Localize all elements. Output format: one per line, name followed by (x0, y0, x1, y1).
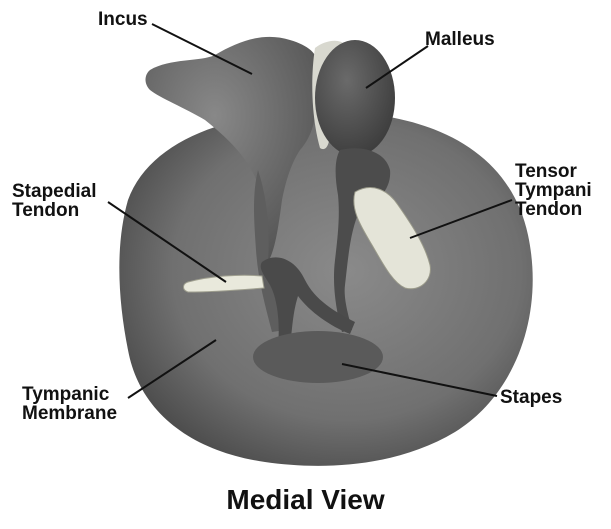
stapes-footplate (253, 331, 383, 383)
stapes-label: Stapes (500, 388, 562, 407)
tympanic-membrane-label: Tympanic Membrane (22, 385, 117, 423)
incus-label: Incus (98, 10, 148, 29)
malleus-label: Malleus (425, 30, 495, 49)
tympanic-membrane-shape (119, 112, 532, 466)
tensor-tympani-tendon-label: Tensor Tympani Tendon (515, 162, 592, 219)
stapedial-tendon-label: Stapedial Tendon (12, 182, 96, 220)
view-caption: Medial View (0, 484, 611, 516)
malleus-head (315, 40, 395, 156)
